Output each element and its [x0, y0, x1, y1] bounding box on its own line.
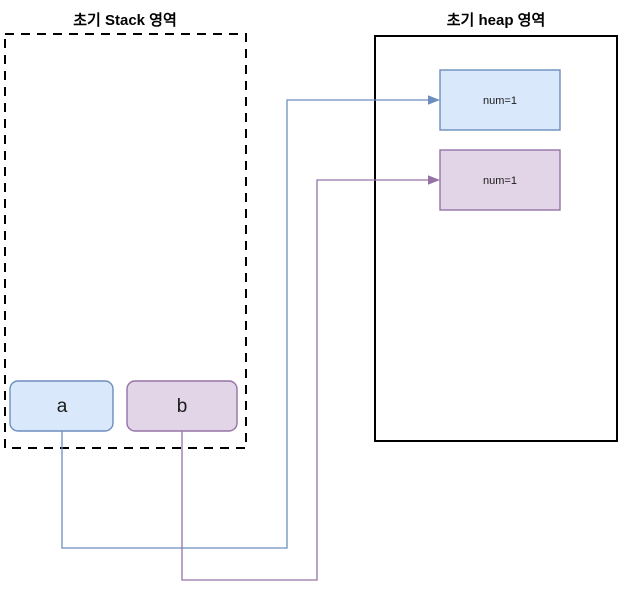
stack-node-b-label: b — [177, 396, 188, 417]
heap-node-1-box[interactable] — [439, 69, 561, 131]
stack-node-a-label: a — [57, 396, 68, 417]
edge-b-to-heap-object-2 — [181, 175, 440, 581]
edge-a-arrowhead-icon — [428, 95, 440, 105]
heap-node-2[interactable]: num=1 — [439, 149, 561, 211]
heap-node-2-box[interactable] — [439, 149, 561, 211]
stack-node-a[interactable]: a — [9, 380, 114, 432]
heap-node-1[interactable]: num=1 — [439, 69, 561, 131]
stack-region-box — [4, 33, 247, 449]
heap-node-1-label: num=1 — [483, 95, 517, 107]
stack-node-a-box[interactable] — [9, 380, 114, 432]
stack-region-title: 초기 Stack 영역 — [73, 11, 177, 29]
heap-node-2-label: num=1 — [483, 175, 517, 187]
heap-region-title: 초기 heap 영역 — [447, 11, 546, 29]
heap-region-box — [374, 35, 618, 442]
edge-a-to-heap-object-1 — [61, 95, 440, 549]
edge-b-arrowhead-icon — [428, 175, 440, 185]
edge-a-path — [61, 99, 433, 549]
stack-node-b[interactable]: b — [126, 380, 238, 432]
stack-node-b-box[interactable] — [126, 380, 238, 432]
edge-b-path — [181, 179, 433, 581]
